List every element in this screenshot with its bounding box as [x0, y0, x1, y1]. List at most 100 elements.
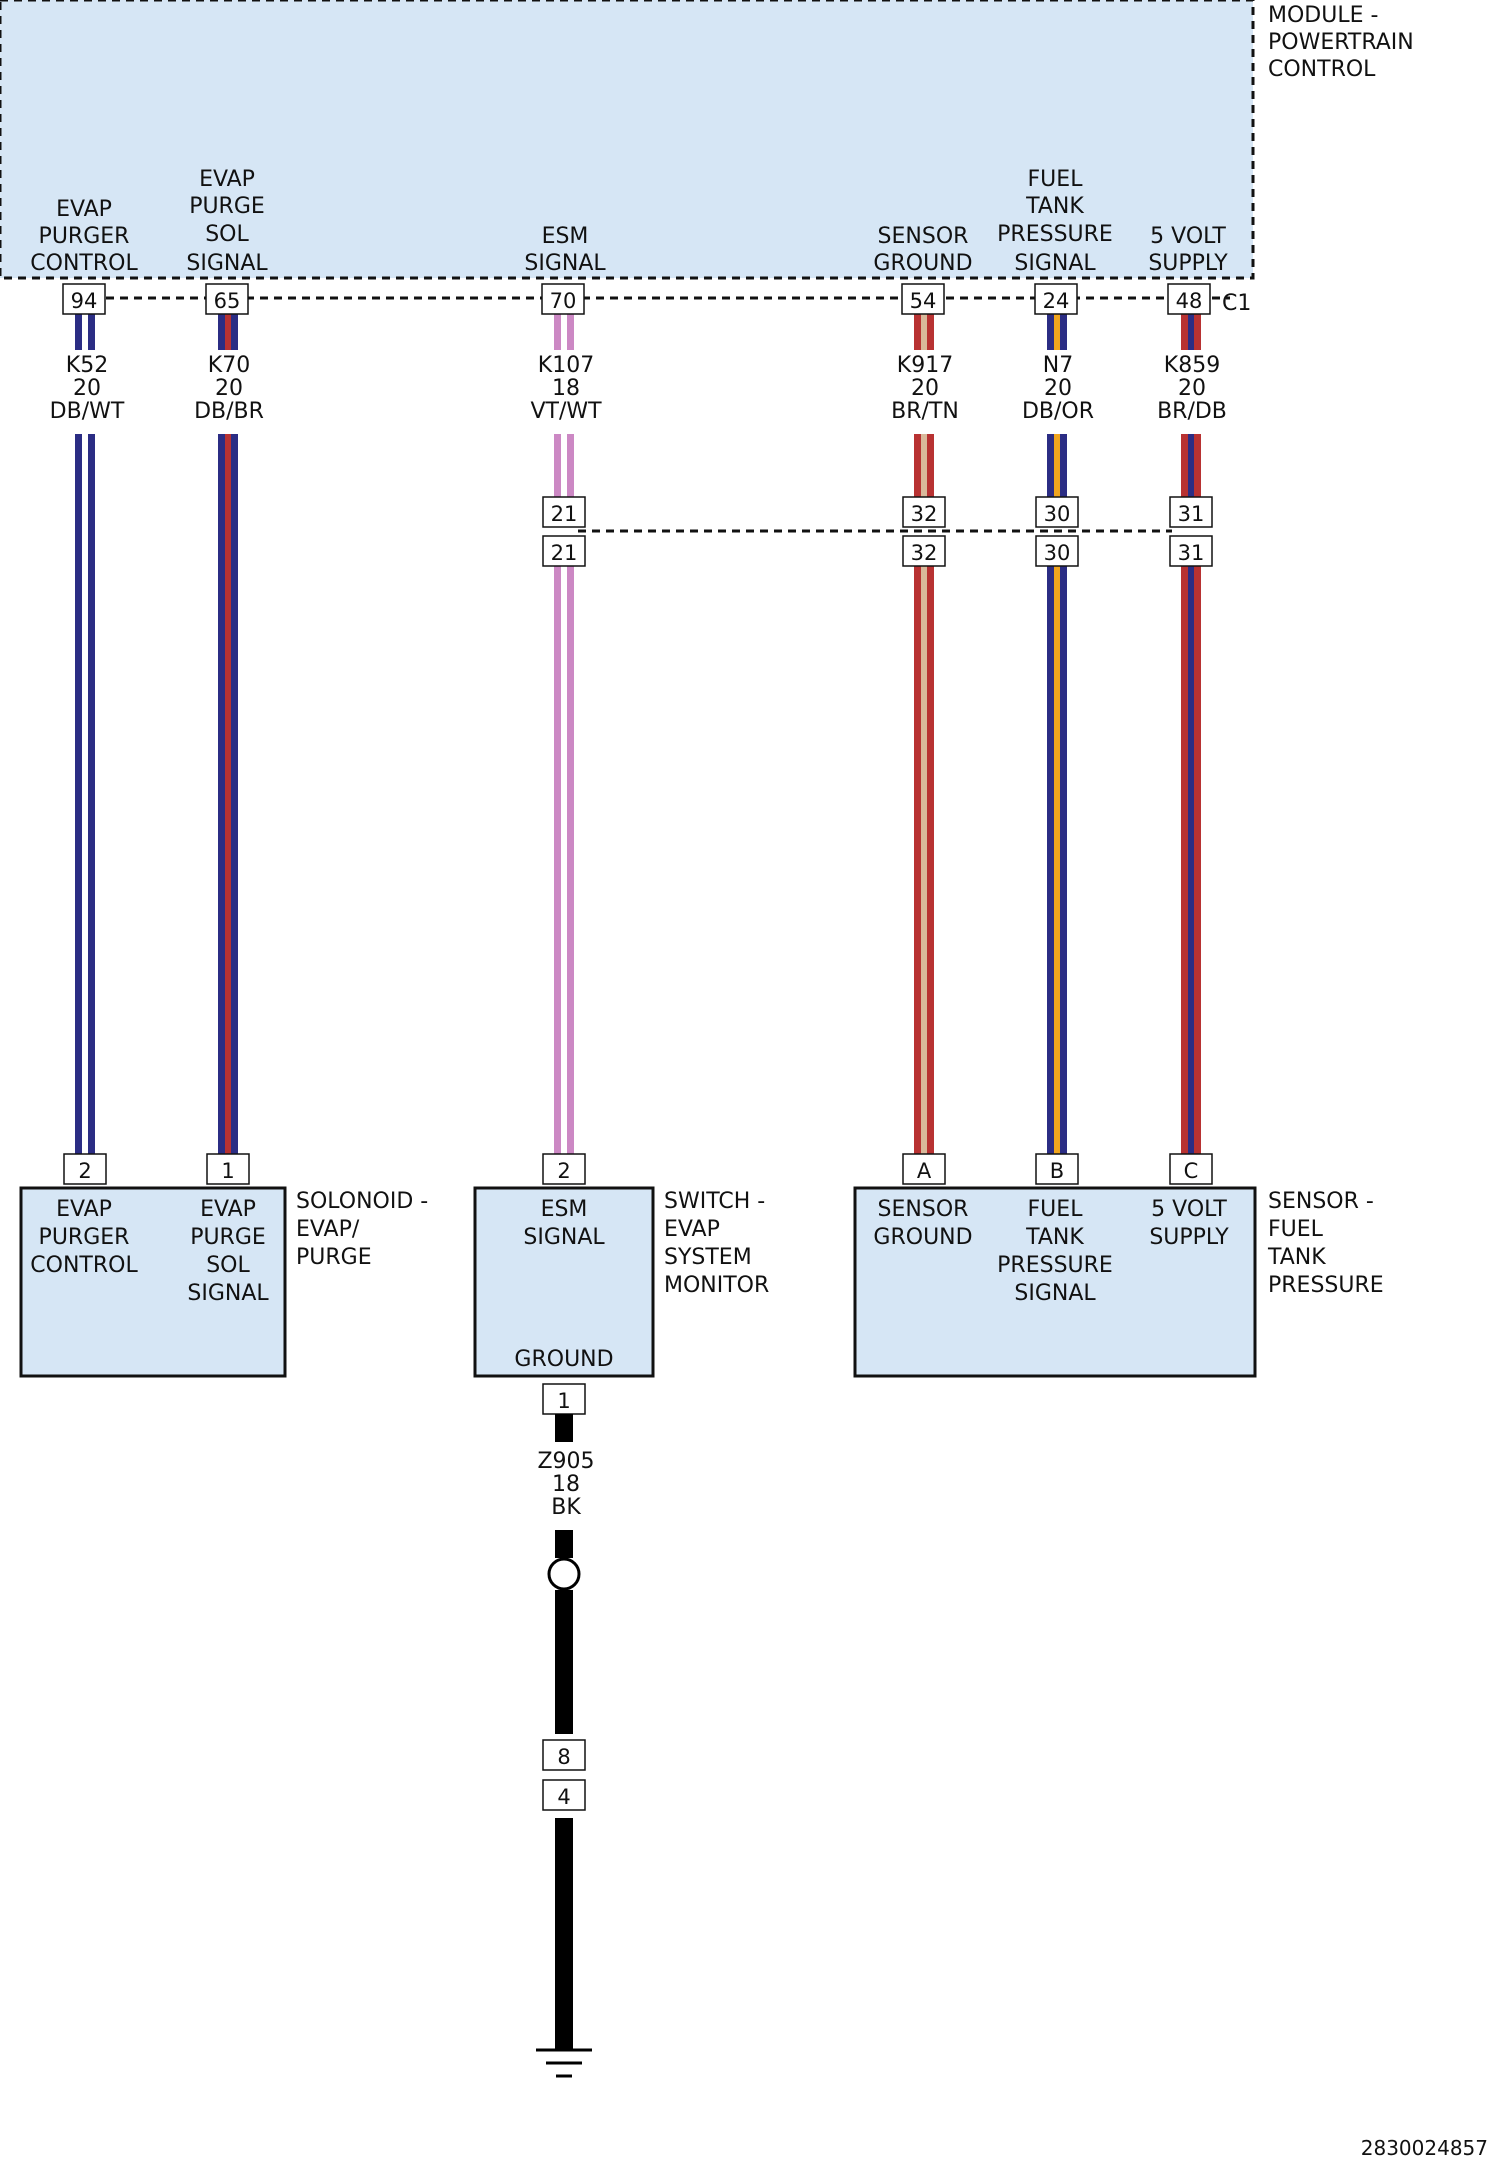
wire-k107-gauge: 18: [552, 376, 580, 401]
inline-pin-21-top: 21: [542, 496, 586, 528]
solenoid-body: [19, 1186, 287, 1378]
wire-k917-color: BR/TN: [891, 399, 959, 424]
ground-wire-segment-4: [555, 1818, 573, 2050]
switch-pin-1: 1: [542, 1383, 586, 1415]
inline-pin-32-bottom: 32: [902, 535, 946, 567]
wire-k70-stripe-1: [225, 314, 231, 350]
wire-k917-circuit: K917: [897, 353, 953, 378]
solenoid-pin-1-label-3: SOL: [206, 1253, 250, 1278]
wire-k70-circuit: K70: [208, 353, 250, 378]
inline-pin-31-bottom: 31: [1169, 535, 1213, 567]
sensor-pin-a-label-2: GROUND: [873, 1225, 972, 1250]
solenoid-pin-1: 1: [206, 1153, 250, 1185]
c1-connector-label: C1: [1222, 291, 1251, 316]
sensor-pin-b-letter: B: [1050, 1159, 1064, 1183]
figure-id: 2830024857: [1361, 2136, 1488, 2160]
inline-pin-21-top-number: 21: [551, 502, 578, 526]
inline-pin-32-top: 32: [902, 496, 946, 528]
pcm-pin-54-label-1: SENSOR: [878, 224, 969, 249]
pcm-title-line-2: POWERTRAIN: [1268, 30, 1414, 55]
pcm-pin-label-94: EVAP PURGER CONTROL: [30, 197, 138, 276]
wire-label-k52: K52 20 DB/WT: [50, 353, 125, 424]
pcm-pin-70-label-2: SIGNAL: [524, 251, 606, 276]
wire-k52-stripe-2: [82, 434, 88, 1154]
pcm-pin-48-number: 48: [1176, 289, 1203, 313]
ground-circuit: Z905 18 BK 8 4: [536, 1414, 595, 2078]
wire-n7-stripe-3: [1054, 566, 1060, 1154]
wire-k107-circuit: K107: [538, 353, 594, 378]
sensor-pin-b-label-3: PRESSURE: [997, 1253, 1113, 1278]
sensor-title-line-2: FUEL: [1268, 1217, 1324, 1242]
wire-label-n7: N7 20 DB/OR: [1022, 353, 1094, 424]
wire-k107-stripe-2: [561, 434, 567, 497]
inline-pin-31-bottom-number: 31: [1178, 541, 1205, 565]
wire-k859-color: BR/DB: [1157, 399, 1227, 424]
wire-n7-gauge: 20: [1044, 376, 1072, 401]
solenoid-pin-2-label-1: EVAP: [56, 1197, 112, 1222]
wire-n7-circuit: N7: [1043, 353, 1073, 378]
sensor-pin-c: C: [1169, 1153, 1213, 1185]
switch-evap-system-monitor: 2 ESM SIGNAL GROUND 1 SWITCH - EVAP SYST…: [473, 1153, 769, 1415]
pcm-pin-54-label-2: GROUND: [873, 251, 972, 276]
ground-connector-pin-8: 8: [542, 1739, 586, 1771]
ground-symbol-icon: [536, 2048, 592, 2078]
wire-k70-color: DB/BR: [194, 399, 264, 424]
wire-k70: [218, 314, 238, 1154]
pcm-pin-94-number: 94: [71, 289, 98, 313]
sensor-title-line-1: SENSOR -: [1268, 1189, 1374, 1214]
ground-connector-pin-4: 4: [542, 1779, 586, 1811]
solenoid-pin-1-number: 1: [221, 1159, 234, 1183]
ground-wire-segment-3: [555, 1590, 573, 1734]
sensor-pin-a-label-1: SENSOR: [878, 1197, 969, 1222]
ground-splice-circle: [547, 1557, 581, 1591]
pcm-title-line-3: CONTROL: [1268, 57, 1376, 82]
switch-body: [473, 1186, 655, 1378]
ground-connector-pin-8-number: 8: [557, 1745, 570, 1769]
pcm-pin-label-70: ESM SIGNAL: [524, 224, 606, 276]
pcm-pin-24-label-3: PRESSURE: [997, 222, 1113, 247]
switch-pin-1-label: GROUND: [514, 1347, 613, 1372]
inline-pin-32-top-number: 32: [911, 502, 938, 526]
solenoid-pin-1-label-4: SIGNAL: [187, 1281, 269, 1306]
pcm-pin-24-label-1: FUEL: [1028, 167, 1084, 192]
switch-title-line-4: MONITOR: [664, 1273, 769, 1298]
pcm-pin-48-label-2: SUPPLY: [1148, 251, 1228, 276]
inline-pin-30-top: 30: [1035, 496, 1079, 528]
sensor-body: [853, 1186, 1257, 1378]
solenoid-pin-2: 2: [63, 1153, 107, 1185]
sensor-pin-c-label-1: 5 VOLT: [1151, 1197, 1227, 1222]
inline-pin-32-bottom-number: 32: [911, 541, 938, 565]
inline-pin-30-bottom-number: 30: [1044, 541, 1071, 565]
switch-title-line-1: SWITCH -: [664, 1189, 765, 1214]
switch-pin-2: 2: [542, 1153, 586, 1185]
pcm-pin-24: 24: [1034, 283, 1078, 315]
wire-k917-gauge: 20: [911, 376, 939, 401]
inline-pin-21-bottom-number: 21: [551, 541, 578, 565]
wire-k917: [914, 314, 934, 1154]
ground-connector-pin-4-number: 4: [557, 1785, 570, 1809]
pcm-pin-24-number: 24: [1043, 289, 1070, 313]
pcm-pin-94-label-1: EVAP: [56, 197, 112, 222]
pcm-module-body: [0, 0, 1255, 280]
wire-k859-gauge: 20: [1178, 376, 1206, 401]
pcm-pin-94: 94: [62, 283, 106, 315]
wire-n7-stripe-2: [1054, 434, 1060, 497]
wire-k52-color: DB/WT: [50, 399, 125, 424]
switch-pin-1-number: 1: [557, 1389, 570, 1413]
wire-labels: K52 20 DB/WT K70 20 DB/BR K107 18 VT/WT …: [50, 353, 1227, 424]
pcm-pin-48-label-1: 5 VOLT: [1150, 224, 1226, 249]
sensor-pin-b-label-2: TANK: [1025, 1225, 1084, 1250]
inline-pin-30-top-number: 30: [1044, 502, 1071, 526]
switch-pin-2-number: 2: [557, 1159, 570, 1183]
wire-k107-color: VT/WT: [530, 399, 602, 424]
wire-n7: [1047, 314, 1067, 1154]
pcm-pin-70-number: 70: [550, 289, 577, 313]
sensor-pin-a-letter: A: [917, 1159, 932, 1183]
pcm-pin-65-label-2: PURGE: [189, 194, 265, 219]
ground-wire-color: BK: [551, 1495, 581, 1520]
pcm-pin-70: 70: [541, 283, 585, 315]
solenoid-pin-1-label-2: PURGE: [190, 1225, 266, 1250]
wire-label-k917: K917 20 BR/TN: [891, 353, 959, 424]
wire-label-k70: K70 20 DB/BR: [194, 353, 264, 424]
